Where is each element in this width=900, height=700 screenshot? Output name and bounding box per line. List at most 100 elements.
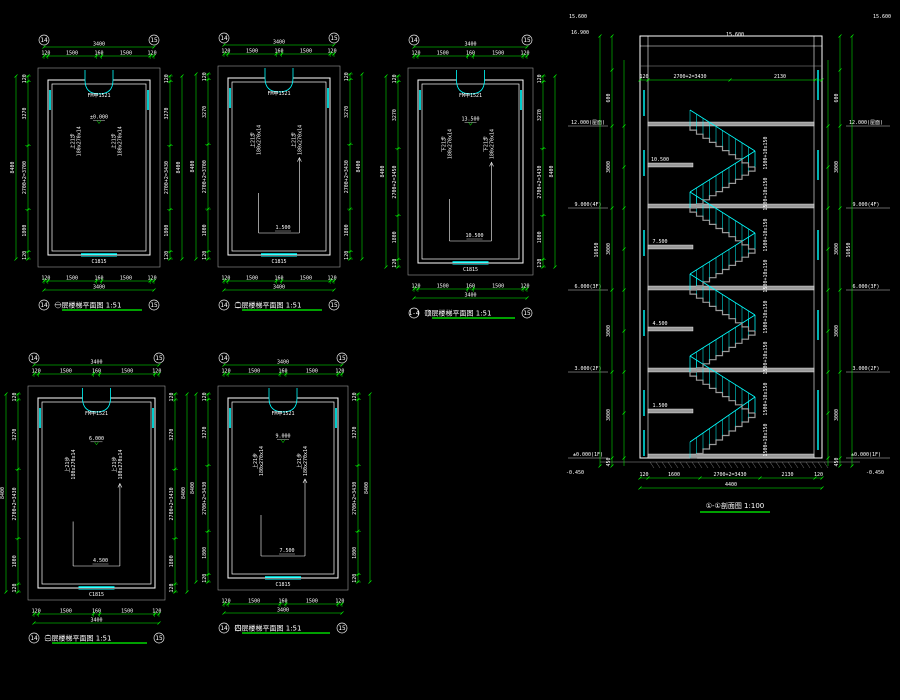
dim-tick (194, 72, 198, 76)
ground-hatch (709, 461, 715, 469)
dim-sub-text: 120 (152, 369, 161, 375)
ground-hatch (781, 461, 787, 469)
axis-bubble-left-label: 14 (410, 37, 418, 44)
dim-tick (622, 288, 626, 292)
floor-slab (647, 285, 815, 291)
dim-sub-text: 120 (344, 72, 350, 81)
door-leaf-right (282, 397, 298, 413)
floor-level-left: 3.000(2F) (574, 366, 601, 372)
window-label: C1815 (275, 582, 290, 588)
dim-sub-text: 1500 (121, 369, 133, 375)
dim-tick (384, 74, 388, 78)
flight-dim-text: 1500+10x150 (763, 136, 769, 169)
landing-level: 10.500 (651, 157, 669, 163)
floor-level-right: 3.000(2F) (852, 366, 879, 372)
plan-title: 顶层楼梯平面图 1:51 (425, 309, 492, 318)
stair-direction-text: 下21步 (484, 136, 490, 152)
section-dim-text: 3000 (606, 161, 612, 173)
stair-spec-text: 180x270x14 (303, 446, 309, 476)
level-triangle (468, 122, 473, 126)
section-dim-text: 3000 (606, 325, 612, 337)
top-level-right: 15.600 (873, 14, 891, 20)
ground-hatch (661, 461, 667, 469)
dim-tick (368, 392, 372, 396)
dim-tick (412, 45, 416, 49)
dim-total-text: 8400 (356, 160, 362, 172)
ground-hatch (691, 461, 697, 469)
dim-sub-text: 3270 (202, 427, 208, 439)
level-triangle (96, 120, 102, 124)
dim-tick (826, 288, 830, 292)
dim-sub-text: 1800 (392, 231, 398, 243)
dim-tick (638, 486, 642, 490)
stair-spec-text: 180x270x14 (448, 129, 454, 159)
dim-tick (360, 257, 364, 261)
section-dim-text: 3000 (834, 325, 840, 337)
stair-direction-text: 下21步 (442, 136, 448, 152)
axis-bubble-right-circle (148, 34, 160, 46)
roof-level-center: 15.600 (726, 32, 744, 38)
dim-tick (820, 486, 824, 490)
dim-sub-text: 120 (202, 574, 208, 583)
dim-sub-text: 120 (41, 51, 50, 57)
title-index-circle (44, 634, 52, 642)
section-dim-text: 3000 (834, 243, 840, 255)
section-dim-total-text: 16050 (846, 242, 852, 257)
stair-direction-text: 上21步 (70, 133, 77, 149)
dim-total-text: 3400 (277, 608, 289, 614)
floor-level-left: 9.000(4F) (574, 202, 601, 208)
dim-tick (610, 124, 614, 128)
dim-tick (826, 206, 830, 210)
dim-sub-text: 120 (392, 259, 398, 268)
ground-hatch (769, 461, 775, 469)
title-axis-right-label: 15 (523, 310, 531, 317)
dim-sub-text: 2700+2=3430 (202, 482, 208, 515)
ground-hatch (733, 461, 739, 469)
section-dim-text: 3000 (606, 409, 612, 421)
dim-total-text: 3400 (90, 360, 102, 366)
section-dim-text: 3000 (834, 409, 840, 421)
stair-spec-text: 180x270x14 (71, 449, 77, 479)
dim-sub-text: 120 (335, 599, 344, 605)
dim-tick (14, 74, 18, 78)
dim-sub-text: 1500 (60, 609, 72, 615)
stair-direction-text: 上21步 (250, 132, 257, 148)
plan-title: 四层楼梯平面图 1:51 (235, 624, 302, 633)
floor-level-right: 12.000(屋面) (849, 120, 883, 126)
door-label: FM甲1521 (87, 93, 110, 99)
dim-tick (610, 456, 614, 460)
section-1-1: 1500+10x1501500+10x1501500+10x1501500+10… (566, 14, 891, 513)
dim-sub-text: 120 (352, 392, 358, 401)
ground-hatch (805, 461, 811, 469)
dim-sub-text: 120 (148, 51, 157, 57)
dim-tick (838, 124, 842, 128)
dim-tick (638, 78, 642, 82)
stair-arrow-head (489, 161, 494, 167)
dim-sub-text: 2700+2=3700 (202, 160, 208, 193)
ground-hatch (763, 461, 769, 469)
dim-sub-text: 1500 (300, 49, 312, 55)
dim-sub-text: 120 (41, 276, 50, 282)
axis-bubble-left-circle (218, 32, 230, 44)
dim-tick (838, 206, 842, 210)
floor-level-right: 6.000(3F) (852, 284, 879, 290)
dim-tick (622, 124, 626, 128)
axis-bubble-right-label: 15 (330, 35, 338, 42)
axis-bubble-left-circle (38, 34, 50, 46)
window-label: C1815 (89, 592, 104, 598)
dim-total-text: 3400 (273, 285, 285, 291)
door-label: FM甲1521 (267, 91, 290, 97)
plan-wall-inner (231, 81, 327, 252)
dim-tick (598, 34, 602, 38)
ground-hatch (799, 461, 805, 469)
section-bottom-dim-text: 120 (639, 472, 648, 478)
dim-sub-text: 1500 (437, 51, 449, 57)
dim-sub-text: 1500 (66, 51, 78, 57)
dim-sub-text: 1500 (492, 51, 504, 57)
dim-sub-text: 1800 (169, 555, 175, 567)
stair-arrow-head (297, 156, 302, 162)
dim-tick (180, 74, 184, 78)
dim-tick (194, 392, 198, 396)
dim-sub-text: 120 (411, 51, 420, 57)
